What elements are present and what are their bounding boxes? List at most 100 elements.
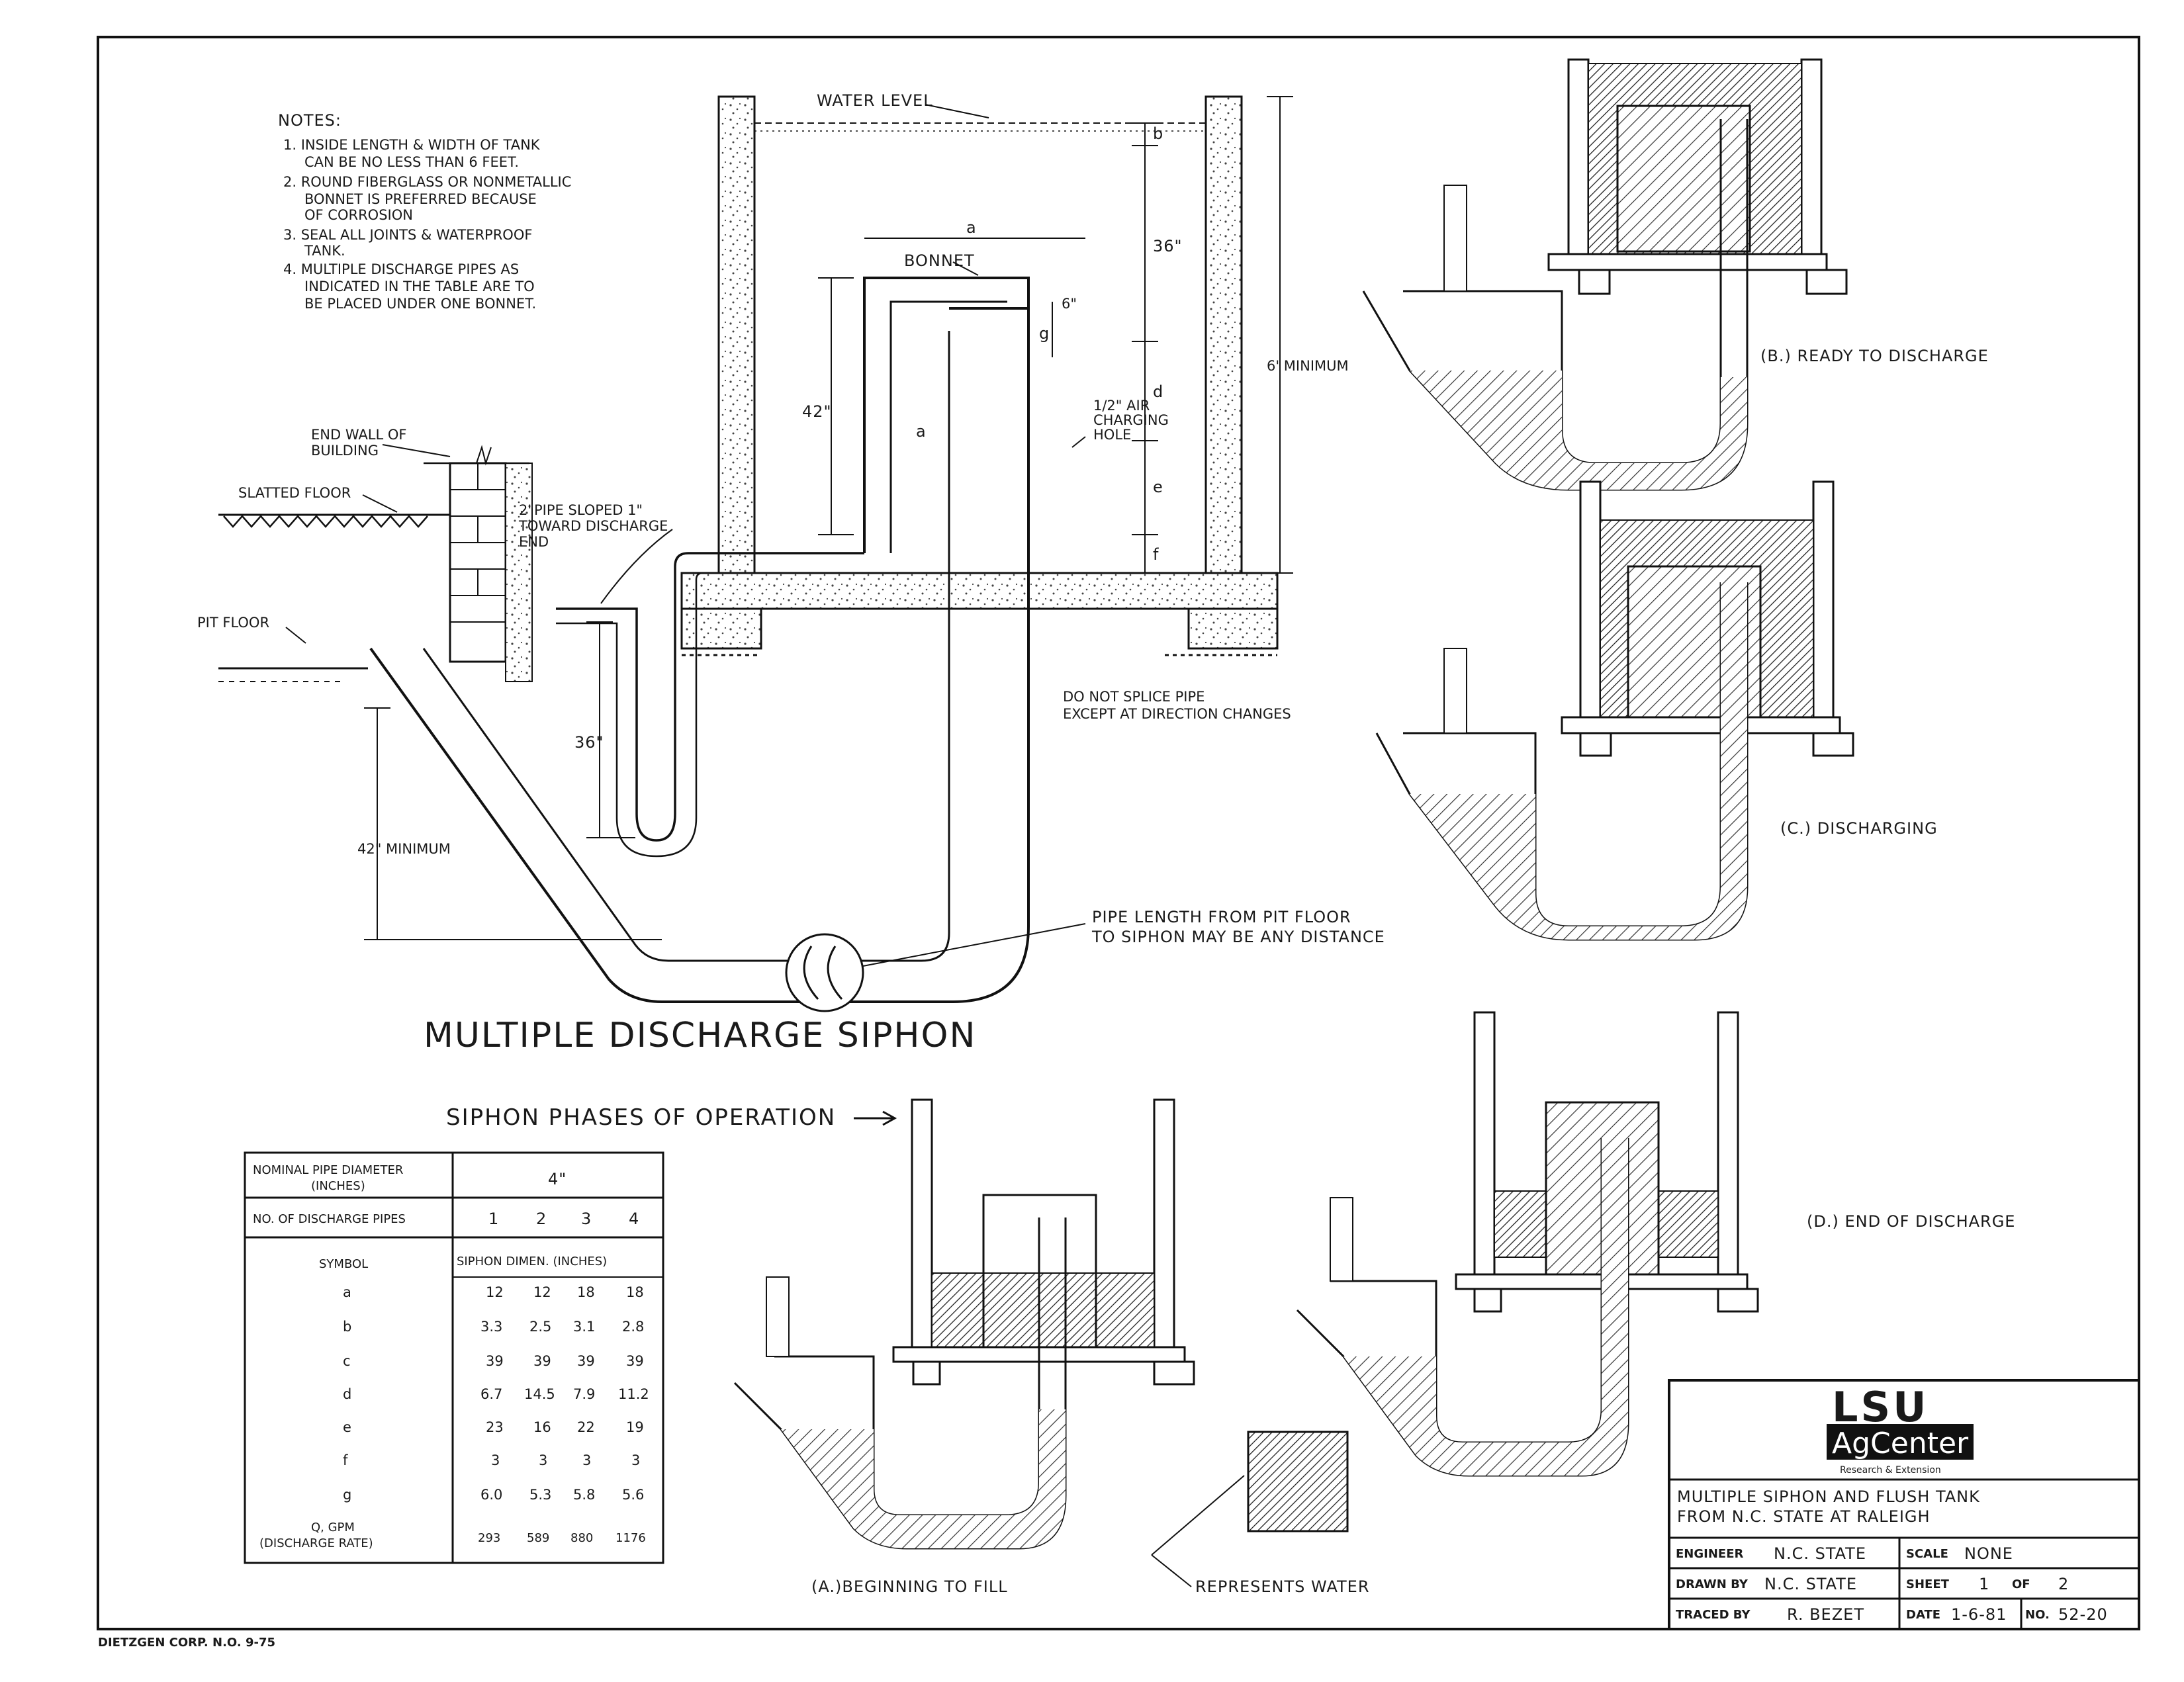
table-cell: 880: [570, 1531, 593, 1545]
phase-b-label: (B.) READY TO DISCHARGE: [1760, 347, 1989, 365]
tank-floor-slab: [680, 572, 1279, 610]
dim-f: f: [1153, 545, 1159, 564]
end-wall-label: BUILDING: [311, 443, 379, 459]
svg-text:LSU: LSU: [1832, 1383, 1929, 1431]
tank-wall-left: [717, 95, 756, 621]
table-h2-value: 4: [629, 1210, 639, 1228]
table-cell: 3: [582, 1452, 591, 1468]
table-cell: 23: [486, 1419, 504, 1435]
table-cell: 22: [577, 1419, 595, 1435]
scale-label: SCALE: [1906, 1547, 1948, 1561]
note-line: CAN BE NO LESS THAN 6 FEET.: [304, 154, 519, 170]
table-h1-value: 4": [548, 1170, 567, 1188]
table-cell: 3: [491, 1452, 500, 1468]
air-hole-label: HOLE: [1093, 427, 1131, 443]
maker-footer: DIETZGEN CORP. N.O. 9-75: [98, 1636, 275, 1650]
dim-36-pipe: 36": [574, 733, 604, 752]
table-symbol: a: [343, 1284, 351, 1300]
table-cell: 6.0: [480, 1487, 502, 1503]
table-symbol: g: [343, 1487, 351, 1503]
scale-value: NONE: [1964, 1544, 2013, 1563]
notes-block: NOTES: 1. INSIDE LENGTH & WIDTH OF TANK …: [278, 111, 571, 312]
table-cell: 5.6: [622, 1487, 644, 1503]
pit-floor-label: PIT FLOOR: [197, 615, 269, 631]
phase-d-label: (D.) END OF DISCHARGE: [1807, 1212, 2015, 1231]
dim-g: g: [1039, 324, 1050, 343]
table-h1: (INCHES): [311, 1179, 365, 1193]
dim-a-side: a: [916, 422, 927, 441]
table-cell: 14.5: [524, 1386, 555, 1402]
drawing-title: MULTIPLE SIPHON AND FLUSH TANK: [1677, 1487, 1980, 1506]
note-line: OF CORROSION: [304, 207, 413, 223]
note-line: BE PLACED UNDER ONE BONNET.: [304, 296, 536, 312]
table-cell: 5.3: [529, 1487, 551, 1503]
table-cell: 7.9: [573, 1386, 595, 1402]
table-cell: 39: [486, 1353, 504, 1369]
table-cell: 18: [577, 1284, 595, 1300]
dim-42: 42": [802, 402, 832, 421]
table-cell: 3: [539, 1452, 547, 1468]
drawn-value: N.C. STATE: [1764, 1575, 1857, 1593]
table-cell: 3: [631, 1452, 640, 1468]
note-line: INDICATED IN THE TABLE ARE TO: [304, 279, 535, 294]
table-cell: 16: [533, 1419, 551, 1435]
dim-6in: 6": [1062, 296, 1077, 312]
tank-footing-right: [1187, 607, 1279, 650]
no-value: 52-20: [2058, 1605, 2108, 1624]
title-block: LSU AgCenter Research & Extension MULTIP…: [1668, 1379, 2140, 1630]
engineer-label: ENGINEER: [1676, 1547, 1743, 1561]
table-cell: 5.8: [573, 1487, 595, 1503]
phase-b-ready-to-discharge: (B.) READY TO DISCHARGE: [1362, 58, 1989, 491]
sheet-border: [97, 36, 2140, 1630]
table-cell: 12: [533, 1284, 551, 1300]
discharge-pipe: [369, 307, 1030, 1003]
note-line: BONNET IS PREFERRED BECAUSE: [304, 191, 537, 207]
traced-label: TRACED BY: [1676, 1608, 1751, 1622]
table-cell: 3.1: [573, 1319, 595, 1335]
table-cell: 1176: [615, 1531, 646, 1545]
phase-c-label: (C.) DISCHARGING: [1780, 819, 1938, 838]
dim-c: 36": [1153, 237, 1183, 255]
table-h2-value: 3: [581, 1210, 592, 1228]
note-line: 3. SEAL ALL JOINTS & WATERPROOF: [283, 227, 532, 243]
note-line: 2. ROUND FIBERGLASS OR NONMETALLIC: [283, 174, 571, 190]
note-line: 4. MULTIPLE DISCHARGE PIPES AS: [283, 261, 519, 277]
table-symbol: d: [343, 1386, 351, 1402]
pipe-break-circle: [785, 933, 864, 1012]
table-cell: 18: [626, 1284, 644, 1300]
table-symbol: f: [343, 1452, 348, 1468]
table-last-row-label: Q, GPM: [311, 1521, 355, 1534]
table-cell: 293: [478, 1531, 500, 1545]
table-last-row-label: (DISCHARGE RATE): [259, 1536, 373, 1550]
main-diagram-title: MULTIPLE DISCHARGE SIPHON: [424, 1016, 976, 1055]
pipe-sloped-label: 2"PIPE SLOPED 1": [519, 502, 643, 518]
tank-wall-right: [1205, 95, 1243, 621]
main-siphon-diagram: WATER LEVEL BONNET a END WALL OF BUILDIN…: [197, 91, 1385, 1055]
bonnet: [863, 277, 1030, 553]
pipe-sloped-label: TOWARD DISCHARGE: [518, 518, 668, 534]
table-h3-value: SIPHON DIMEN. (INCHES): [457, 1255, 607, 1268]
date-label: DATE: [1906, 1608, 1940, 1622]
table-cell: 39: [626, 1353, 644, 1369]
table-h2-value: 2: [536, 1210, 547, 1228]
dim-a-top: a: [966, 218, 977, 237]
table-cell: 12: [486, 1284, 504, 1300]
engineer-value: N.C. STATE: [1774, 1544, 1866, 1563]
traced-value: R. BEZET: [1787, 1605, 1864, 1624]
table-symbol: b: [343, 1319, 351, 1335]
of-label: OF: [2012, 1577, 2030, 1591]
slatted-floor: [223, 515, 428, 528]
phases-heading: SIPHON PHASES OF OPERATION: [446, 1104, 836, 1131]
represents-water-label: REPRESENTS WATER: [1195, 1577, 1370, 1596]
dim-42-min: 42" MINIMUM: [357, 841, 451, 857]
lsu-agcenter-logo: LSU AgCenter Research & Extension: [1827, 1383, 1974, 1476]
table-symbol: e: [343, 1419, 351, 1435]
dim-b: b: [1153, 124, 1163, 143]
drawing-title: FROM N.C. STATE AT RALEIGH: [1677, 1507, 1931, 1526]
air-hole-label: 1/2" AIR: [1093, 398, 1150, 414]
phase-a-beginning-to-fill: (A.)BEGINNING TO FILL: [733, 1098, 1195, 1596]
sheet-value: 1: [1979, 1575, 1989, 1593]
phase-a-label: (A.)BEGINNING TO FILL: [811, 1577, 1008, 1596]
note-line: TANK.: [304, 243, 345, 259]
